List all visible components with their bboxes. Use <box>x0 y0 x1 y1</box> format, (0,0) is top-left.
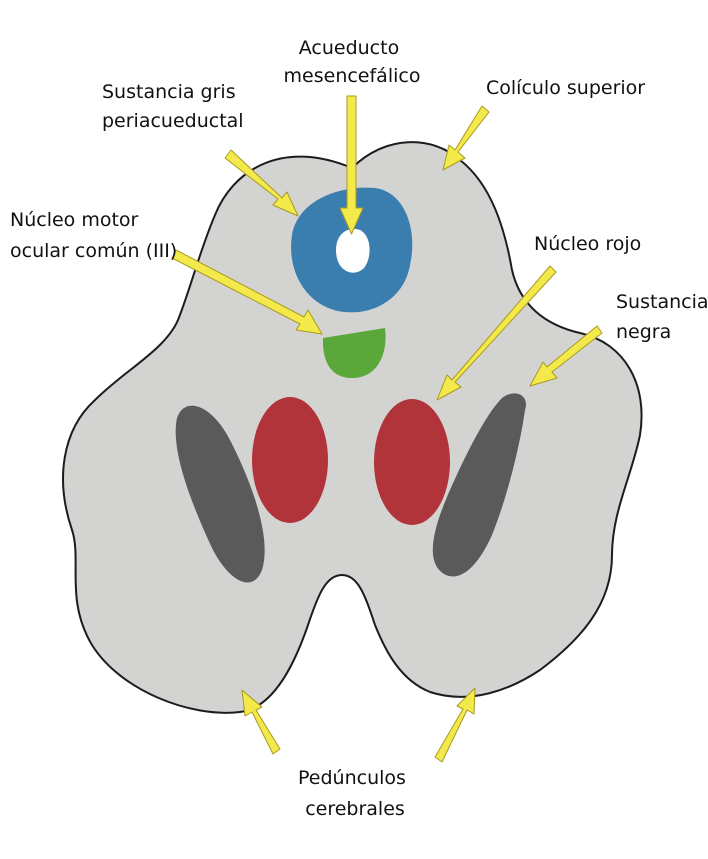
red-nucleus-right <box>374 399 450 525</box>
label-coliculo-superior: Colículo superior <box>486 77 645 99</box>
cerebral-aqueduct <box>336 229 370 273</box>
red-nucleus-left <box>252 397 328 523</box>
label-nucleo-rojo: Núcleo rojo <box>534 233 641 255</box>
